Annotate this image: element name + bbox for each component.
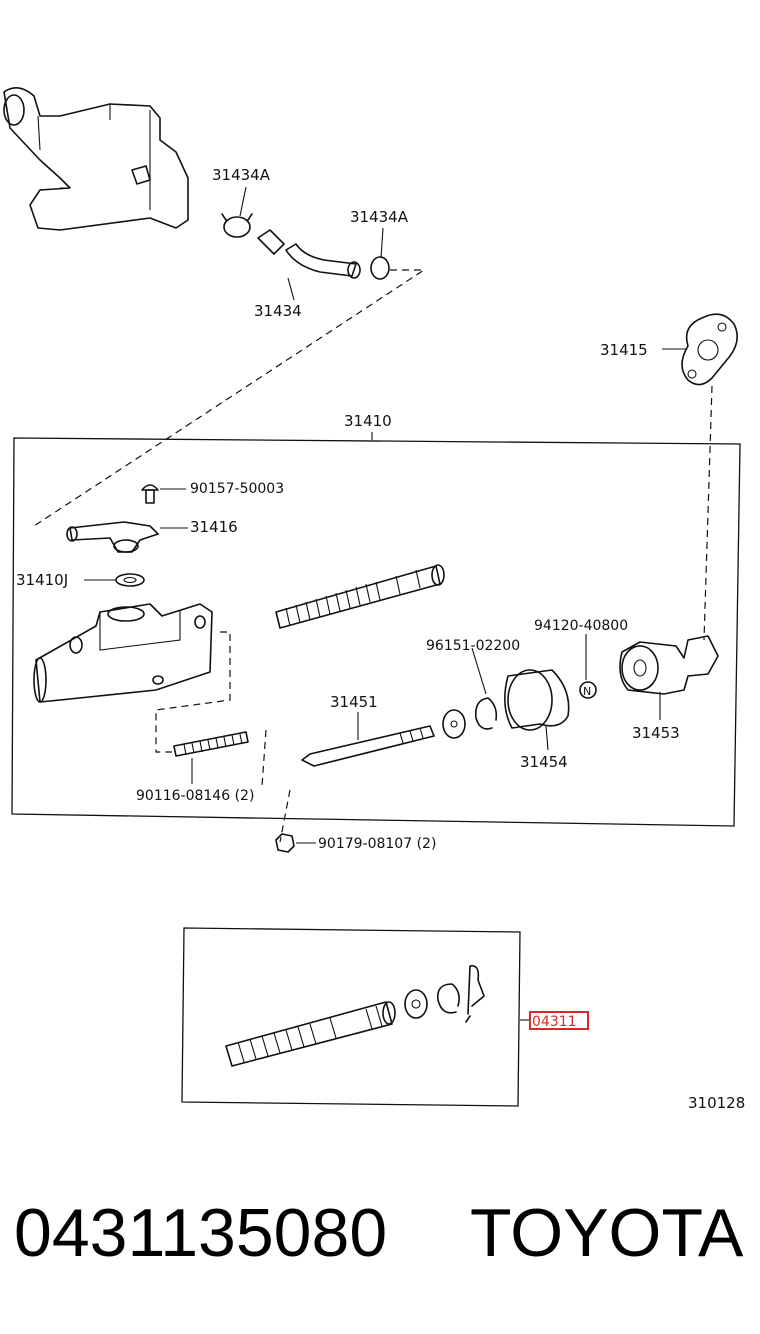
washer-drawing [442, 709, 466, 739]
kit-frame [181, 927, 521, 1107]
piston-spring-drawing [275, 564, 445, 629]
label-90116-08146: 90116-08146 (2) [136, 788, 254, 804]
part-number-text: 0431135080 [14, 1195, 388, 1271]
label-90157-50003: 90157-50003 [190, 481, 284, 497]
label-31434a-top: 31434A [212, 166, 271, 184]
label-96151-02200: 96151-02200 [426, 638, 520, 654]
label-31416: 31416 [190, 518, 238, 536]
label-31451: 31451 [330, 693, 378, 711]
boot-drawing [504, 669, 570, 751]
master-cylinder-body-drawing [33, 603, 213, 703]
stud-bolt-drawing [173, 731, 249, 784]
assembly-frame [11, 437, 741, 827]
kit-clip-drawing [465, 964, 485, 1023]
union-drawing [66, 521, 188, 553]
snap-ring-drawing [471, 647, 498, 730]
clamp-1-drawing [221, 186, 253, 238]
label-31434: 31434 [254, 302, 302, 320]
label-31434a-right: 31434A [350, 208, 409, 226]
kit-washer-drawing [404, 989, 428, 1019]
screw-drawing [141, 484, 186, 504]
label-90179-08107: 90179-08107 (2) [318, 836, 436, 852]
clamp-2-drawing [370, 227, 390, 280]
reservoir-drawing [3, 87, 189, 231]
diagram-code: 310128 [688, 1094, 745, 1112]
label-31410j: 31410J [16, 571, 68, 589]
grommet-drawing [84, 573, 145, 587]
kit-spring-drawing [225, 1001, 396, 1067]
label-04311: 04311 [532, 1014, 577, 1030]
kit-label-highlight [529, 1011, 589, 1030]
label-31453: 31453 [632, 724, 680, 742]
nut-drawing [275, 833, 316, 853]
gasket-drawing [662, 313, 738, 386]
label-94120-40800: 94120-40800 [534, 618, 628, 634]
kit-snap-ring-drawing [436, 983, 460, 1014]
brand-name-text: TOYOTA [470, 1195, 744, 1271]
label-31415: 31415 [600, 341, 648, 359]
clevis-drawing [619, 635, 719, 720]
hose-drawing [257, 229, 361, 301]
label-31410: 31410 [344, 412, 392, 430]
push-rod-drawing [301, 712, 435, 767]
n-nut-drawing: N [579, 634, 597, 699]
n-symbol-label: N [583, 685, 591, 698]
label-31454: 31454 [520, 753, 568, 771]
